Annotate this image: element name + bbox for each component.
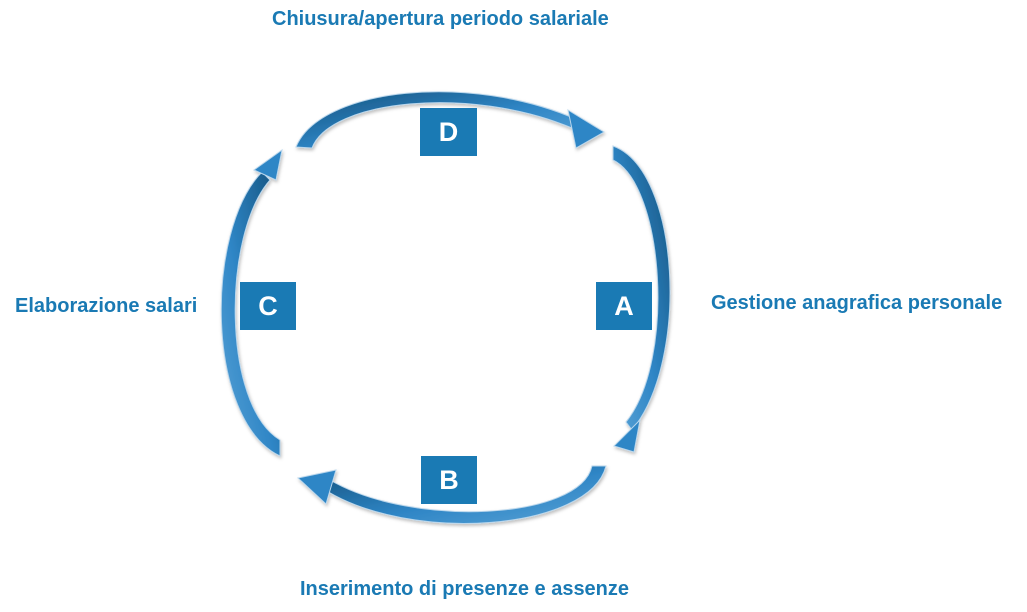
arrow-right (612, 145, 671, 453)
label-period-closing: Chiusura/apertura periodo salariale (272, 8, 609, 30)
arrow-top (295, 91, 605, 149)
step-d-box: D (420, 108, 477, 156)
arrow-bottom (296, 465, 607, 524)
label-payroll-processing: Elaborazione salari (15, 295, 198, 317)
step-b-box: B (421, 456, 477, 504)
step-a-box: A (596, 282, 652, 330)
arrow-left (220, 148, 283, 457)
step-c-box: C (240, 282, 296, 330)
label-attendance-entry: Inserimento di presenze e assenze (300, 578, 630, 600)
label-personnel-registry: Gestione anagrafica personale (711, 292, 1003, 314)
